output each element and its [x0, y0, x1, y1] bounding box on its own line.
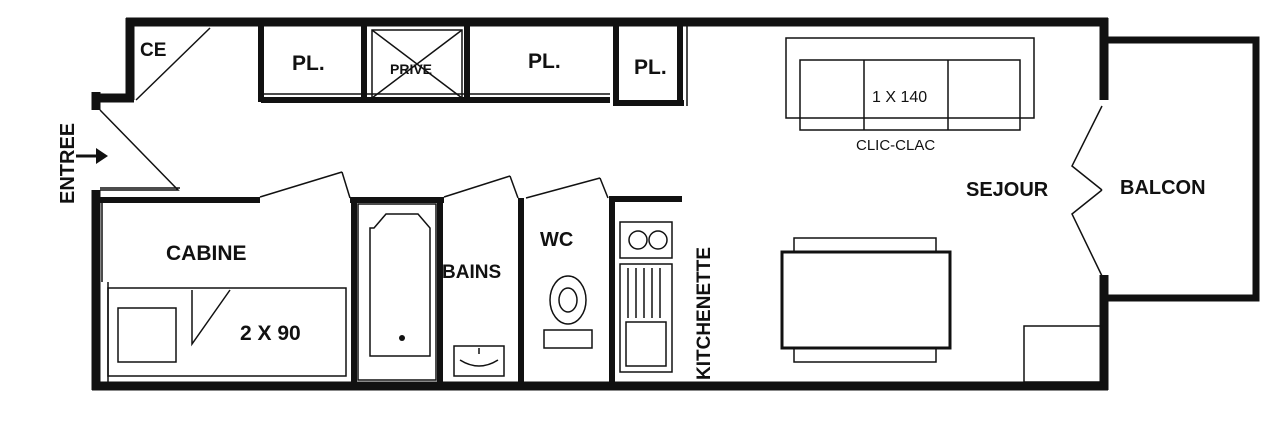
door-swing-icon: [1071, 105, 1103, 277]
label-placard-3: PL.: [634, 56, 667, 79]
cabine-bed: [107, 287, 347, 377]
label-placard-1: PL.: [292, 52, 325, 75]
dining-table: [780, 237, 952, 363]
label-bed-cabine: 2 X 90: [240, 322, 301, 345]
corner-cabinet: [1023, 325, 1103, 383]
bathtub-icon: [357, 203, 437, 381]
entry-arrow-icon: [76, 148, 108, 164]
label-cabine: CABINE: [166, 242, 247, 265]
label-bains: BAINS: [442, 262, 501, 283]
label-prive: PRIVE: [390, 61, 432, 77]
label-placard-2: PL.: [528, 50, 561, 73]
outer-walls: [91, 17, 1109, 391]
label-kitchenette: KITCHENETTE: [694, 247, 715, 380]
hob-icon: [619, 221, 673, 259]
entrance-door: [99, 109, 180, 191]
label-sofa-bed: 1 X 140: [872, 89, 927, 106]
label-ce: CE: [140, 40, 166, 61]
label-sofa-type: CLIC-CLAC: [856, 137, 935, 154]
kitchen-sink: [619, 263, 673, 373]
toilet-icon: [543, 275, 593, 349]
label-wc: WC: [540, 229, 573, 251]
closets: [135, 26, 688, 106]
label-sejour: SEJOUR: [966, 179, 1049, 201]
sink-icon: [453, 345, 505, 377]
sofa-bed: [785, 37, 1035, 131]
label-balcon: BALCON: [1120, 177, 1206, 199]
balcony: [1108, 36, 1260, 302]
label-entree: ENTREE: [57, 123, 79, 204]
